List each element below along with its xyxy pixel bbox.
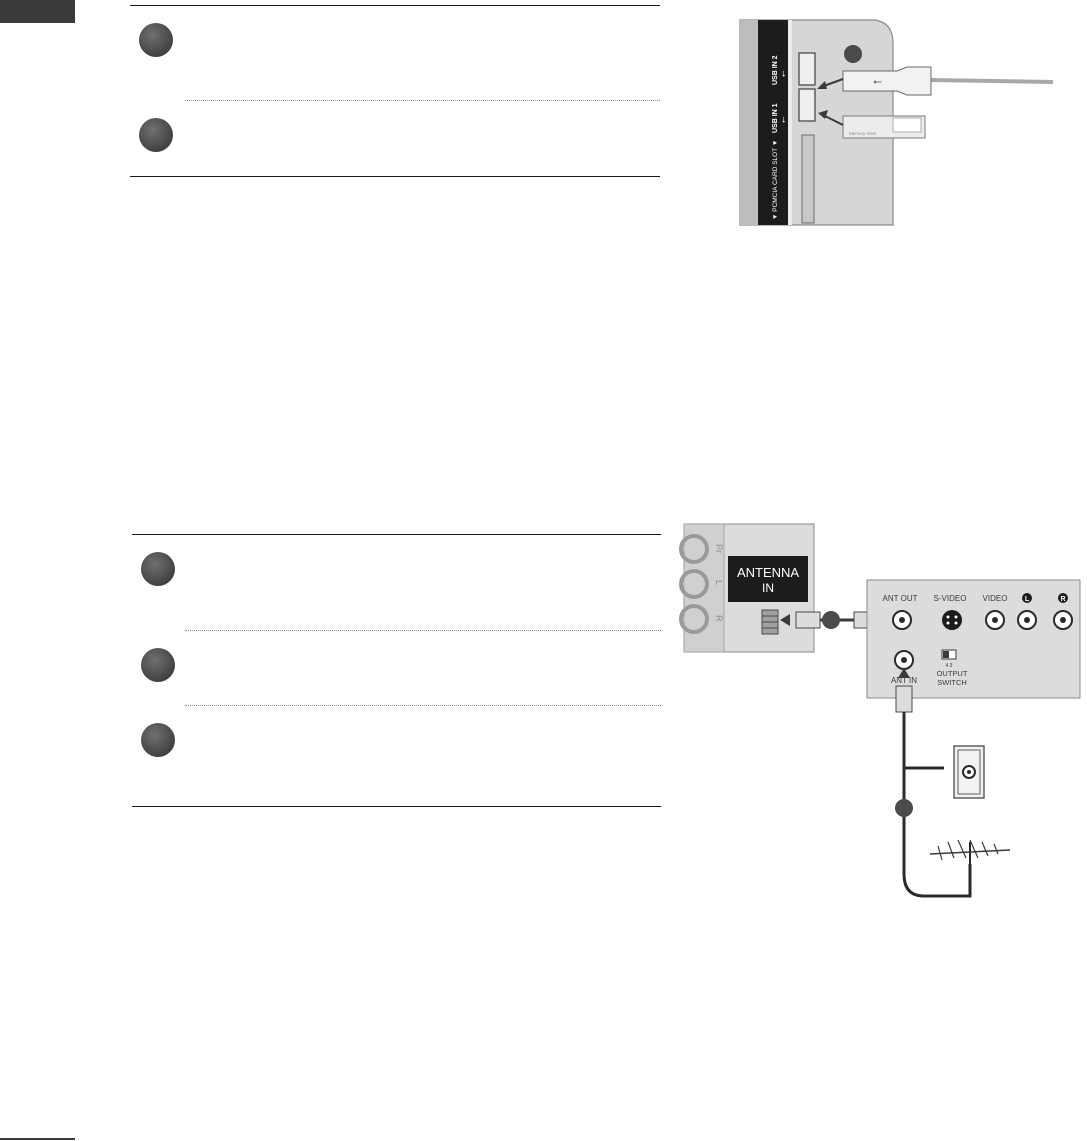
ant-in-plug (895, 685, 913, 713)
audio-r-badge (1058, 593, 1068, 603)
antenna-top-rule (132, 534, 661, 535)
tv-rca-jack-pr (679, 534, 709, 564)
tv-rca-label-l: L (714, 580, 724, 585)
output-switch-label-line2: SWITCH (937, 678, 967, 687)
antenna-step-divider-2 (185, 705, 661, 706)
usb-cable (930, 78, 1054, 84)
usb-step-1-marker (139, 23, 173, 57)
output-switch-label-line1: OUTPUT (937, 669, 968, 678)
arrow-line-2 (822, 114, 844, 126)
tv-rca-jack-r (679, 604, 709, 634)
memory-stick-label: Memory Stick (849, 131, 877, 136)
panel-divider (788, 20, 792, 225)
usb-connection-diagram: USB IN 2 USB IN 1 ▼ PCMCIA CARD SLOT ▼ ⭠… (739, 19, 1054, 226)
usb-port-1 (798, 88, 816, 122)
usb-in-1-label: USB IN 1 (772, 103, 779, 133)
antenna-diagram-step-marker-2 (895, 799, 913, 817)
usb-plug-symbol: ⭠ (873, 76, 882, 88)
audio-l-label: L (1025, 596, 1030, 603)
audio-r-label: R (1060, 596, 1065, 603)
usb-symbol-1: ⭠ (779, 116, 788, 123)
usb-step-2-marker (139, 118, 173, 152)
antenna-bottom-rule (132, 806, 661, 807)
arrow-to-ant-in (898, 668, 910, 678)
coax-plug-left (795, 611, 821, 629)
tv-rca-label-pr: Pr (714, 544, 724, 553)
outdoor-antenna-cable (902, 864, 972, 898)
pcmcia-slot-label: ▼ PCMCIA CARD SLOT ▼ (772, 140, 779, 220)
arrow-head-1 (817, 81, 827, 89)
antenna-in-label-box (728, 556, 808, 602)
antenna-in-label-line2: IN (762, 581, 774, 595)
antenna-in-label-line1: ANTENNA (737, 565, 799, 580)
arrow-to-tv (780, 614, 790, 626)
s-video-label: S-VIDEO (934, 594, 967, 603)
audio-l-badge (1022, 593, 1032, 603)
antenna-connection-diagram: Pr L R ANTENNA IN ANT OUT S-VIDEO VIDEO … (679, 523, 1081, 898)
tv-rca-label-r: R (714, 615, 724, 622)
usb-diagram-step-marker (844, 45, 862, 63)
tv-panel-edge (740, 20, 758, 225)
antenna-step-divider-1 (185, 630, 661, 631)
page-corner-tab (0, 0, 75, 23)
output-switch-channels: 4 3 (946, 663, 953, 669)
usb-plug (842, 66, 932, 96)
usb-top-rule (130, 5, 660, 6)
arrow-head-2 (818, 110, 828, 119)
ant-out-label: ANT OUT (883, 594, 918, 603)
usb-bottom-rule (130, 176, 660, 177)
tv-rca-jack-l (679, 569, 709, 599)
usb-step-divider (185, 100, 660, 101)
usb-in-2-label: USB IN 2 (772, 55, 779, 85)
memory-stick-label-area (892, 117, 922, 133)
antenna-step-1-marker (141, 552, 175, 586)
wall-antenna-outlet (953, 745, 985, 799)
external-device-panel (866, 579, 1081, 699)
antenna-step-2-marker (141, 648, 175, 682)
port-label-strip (758, 20, 788, 225)
pcmcia-slot (801, 134, 815, 224)
antenna-step-3-marker (141, 723, 175, 757)
antenna-diagram-step-marker-1 (822, 611, 840, 629)
usb-port-2 (798, 52, 816, 86)
s-video-jack (942, 610, 962, 630)
ant-in-label: ANT IN (891, 676, 917, 685)
video-label: VIDEO (983, 594, 1008, 603)
page-bottom-rule (0, 1138, 75, 1140)
usb-symbol-2: ⭠ (779, 70, 788, 77)
